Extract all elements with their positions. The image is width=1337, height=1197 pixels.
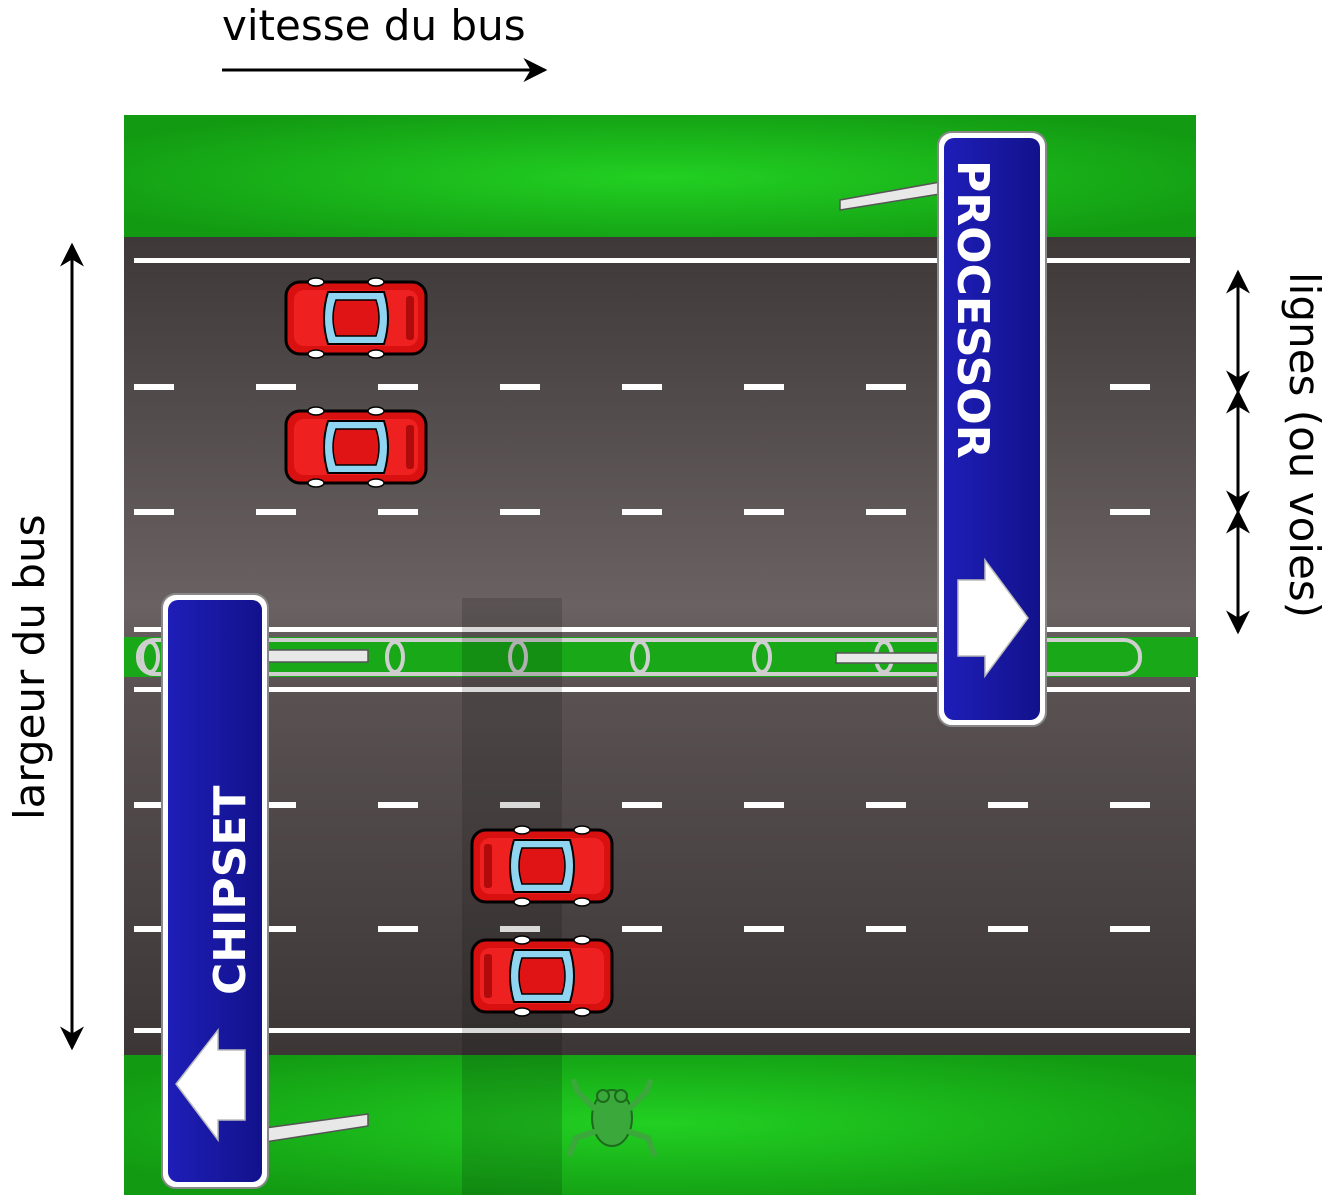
lane-edge-top	[134, 258, 1190, 263]
speed-label: vitesse du bus	[222, 1, 526, 50]
car-icon	[284, 405, 428, 489]
chipset-sign-label: CHIPSET	[205, 786, 256, 996]
arrow-right-icon	[957, 557, 1029, 679]
lanes-label: lignes (ou voies)	[1280, 272, 1329, 618]
grass-bottom	[124, 1052, 1196, 1195]
chipset-sign: CHIPSET	[161, 593, 269, 1189]
lane-edge-lower-mid	[134, 687, 1190, 692]
median-pole-left	[264, 649, 369, 663]
car-icon	[284, 276, 428, 360]
lane-edge-upper-mid	[134, 627, 1190, 632]
arrow-left-icon	[175, 1027, 246, 1143]
processor-sign-label: PROCESSOR	[947, 160, 998, 459]
car-icon	[470, 934, 614, 1018]
processor-sign: PROCESSOR	[937, 131, 1047, 727]
frog-icon	[567, 1079, 657, 1157]
lane-edge-bottom	[134, 1028, 1190, 1033]
car-icon	[470, 824, 614, 908]
width-label: largeur du bus	[5, 515, 54, 820]
median-pole-right	[835, 652, 941, 664]
